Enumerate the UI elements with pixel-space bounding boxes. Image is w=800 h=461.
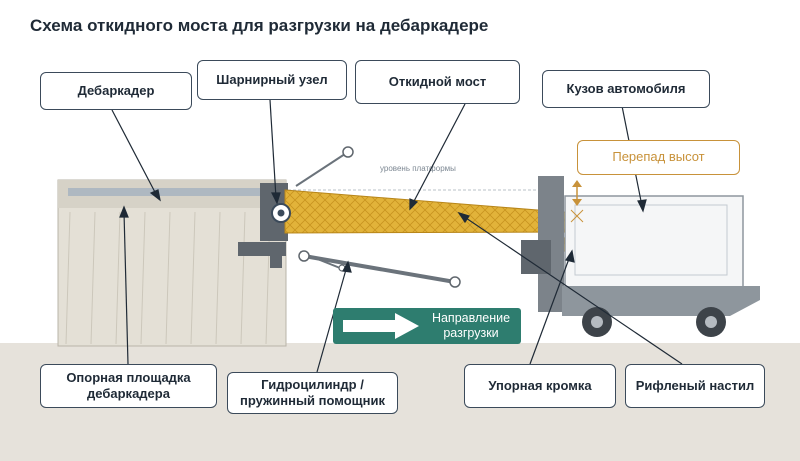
label-dock-text: Дебаркадер <box>77 82 155 98</box>
truck-body <box>564 195 744 289</box>
unloading-direction: Направление разгрузки <box>333 308 521 344</box>
label-height-diff-text: Перепад высот <box>612 149 705 165</box>
hydraulic-cylinder <box>298 250 461 288</box>
label-bridge-text: Откидной мост <box>388 73 487 89</box>
leader-lines <box>111 99 683 373</box>
label-dock-support: Опорная площадка дебаркадера <box>40 364 217 408</box>
truck <box>521 176 760 337</box>
label-truck-body-text: Кузов автомобиля <box>566 80 686 96</box>
label-height-diff: Перепад высот <box>577 140 740 175</box>
label-truck-body: Кузов автомобиля <box>542 70 710 108</box>
diagram-title: Схема откидного моста для разгрузки на д… <box>30 16 489 35</box>
bridge-deck <box>284 189 579 234</box>
label-bridge: Откидной мост <box>355 60 520 104</box>
label-ribbed-deck-text: Рифленый настил <box>635 377 755 393</box>
label-ribbed-deck: Рифленый настил <box>625 364 765 408</box>
label-dock: Дебаркадер <box>40 72 192 110</box>
label-dock-support-text: Опорная площадка дебаркадера <box>66 369 191 401</box>
label-stop-edge: Упорная кромка <box>464 364 616 408</box>
lift-arm <box>295 151 349 187</box>
right-arrow-icon <box>343 313 419 339</box>
dock-block <box>57 179 287 347</box>
label-hydraulic: Гидроцилиндр / пружинный помощник <box>227 372 398 414</box>
label-hinge-text: Шарнирный узел <box>216 71 328 87</box>
label-stop-edge-text: Упорная кромка <box>488 377 592 393</box>
height-diff-marker <box>570 180 584 223</box>
label-hinge: Шарнирный узел <box>197 60 347 100</box>
truck-bumper <box>521 240 551 274</box>
platform-level-label: уровень платформы <box>380 164 456 173</box>
label-hydraulic-text: Гидроцилиндр / пружинный помощник <box>240 376 385 408</box>
unloading-direction-label: Направление разгрузки <box>431 311 511 340</box>
